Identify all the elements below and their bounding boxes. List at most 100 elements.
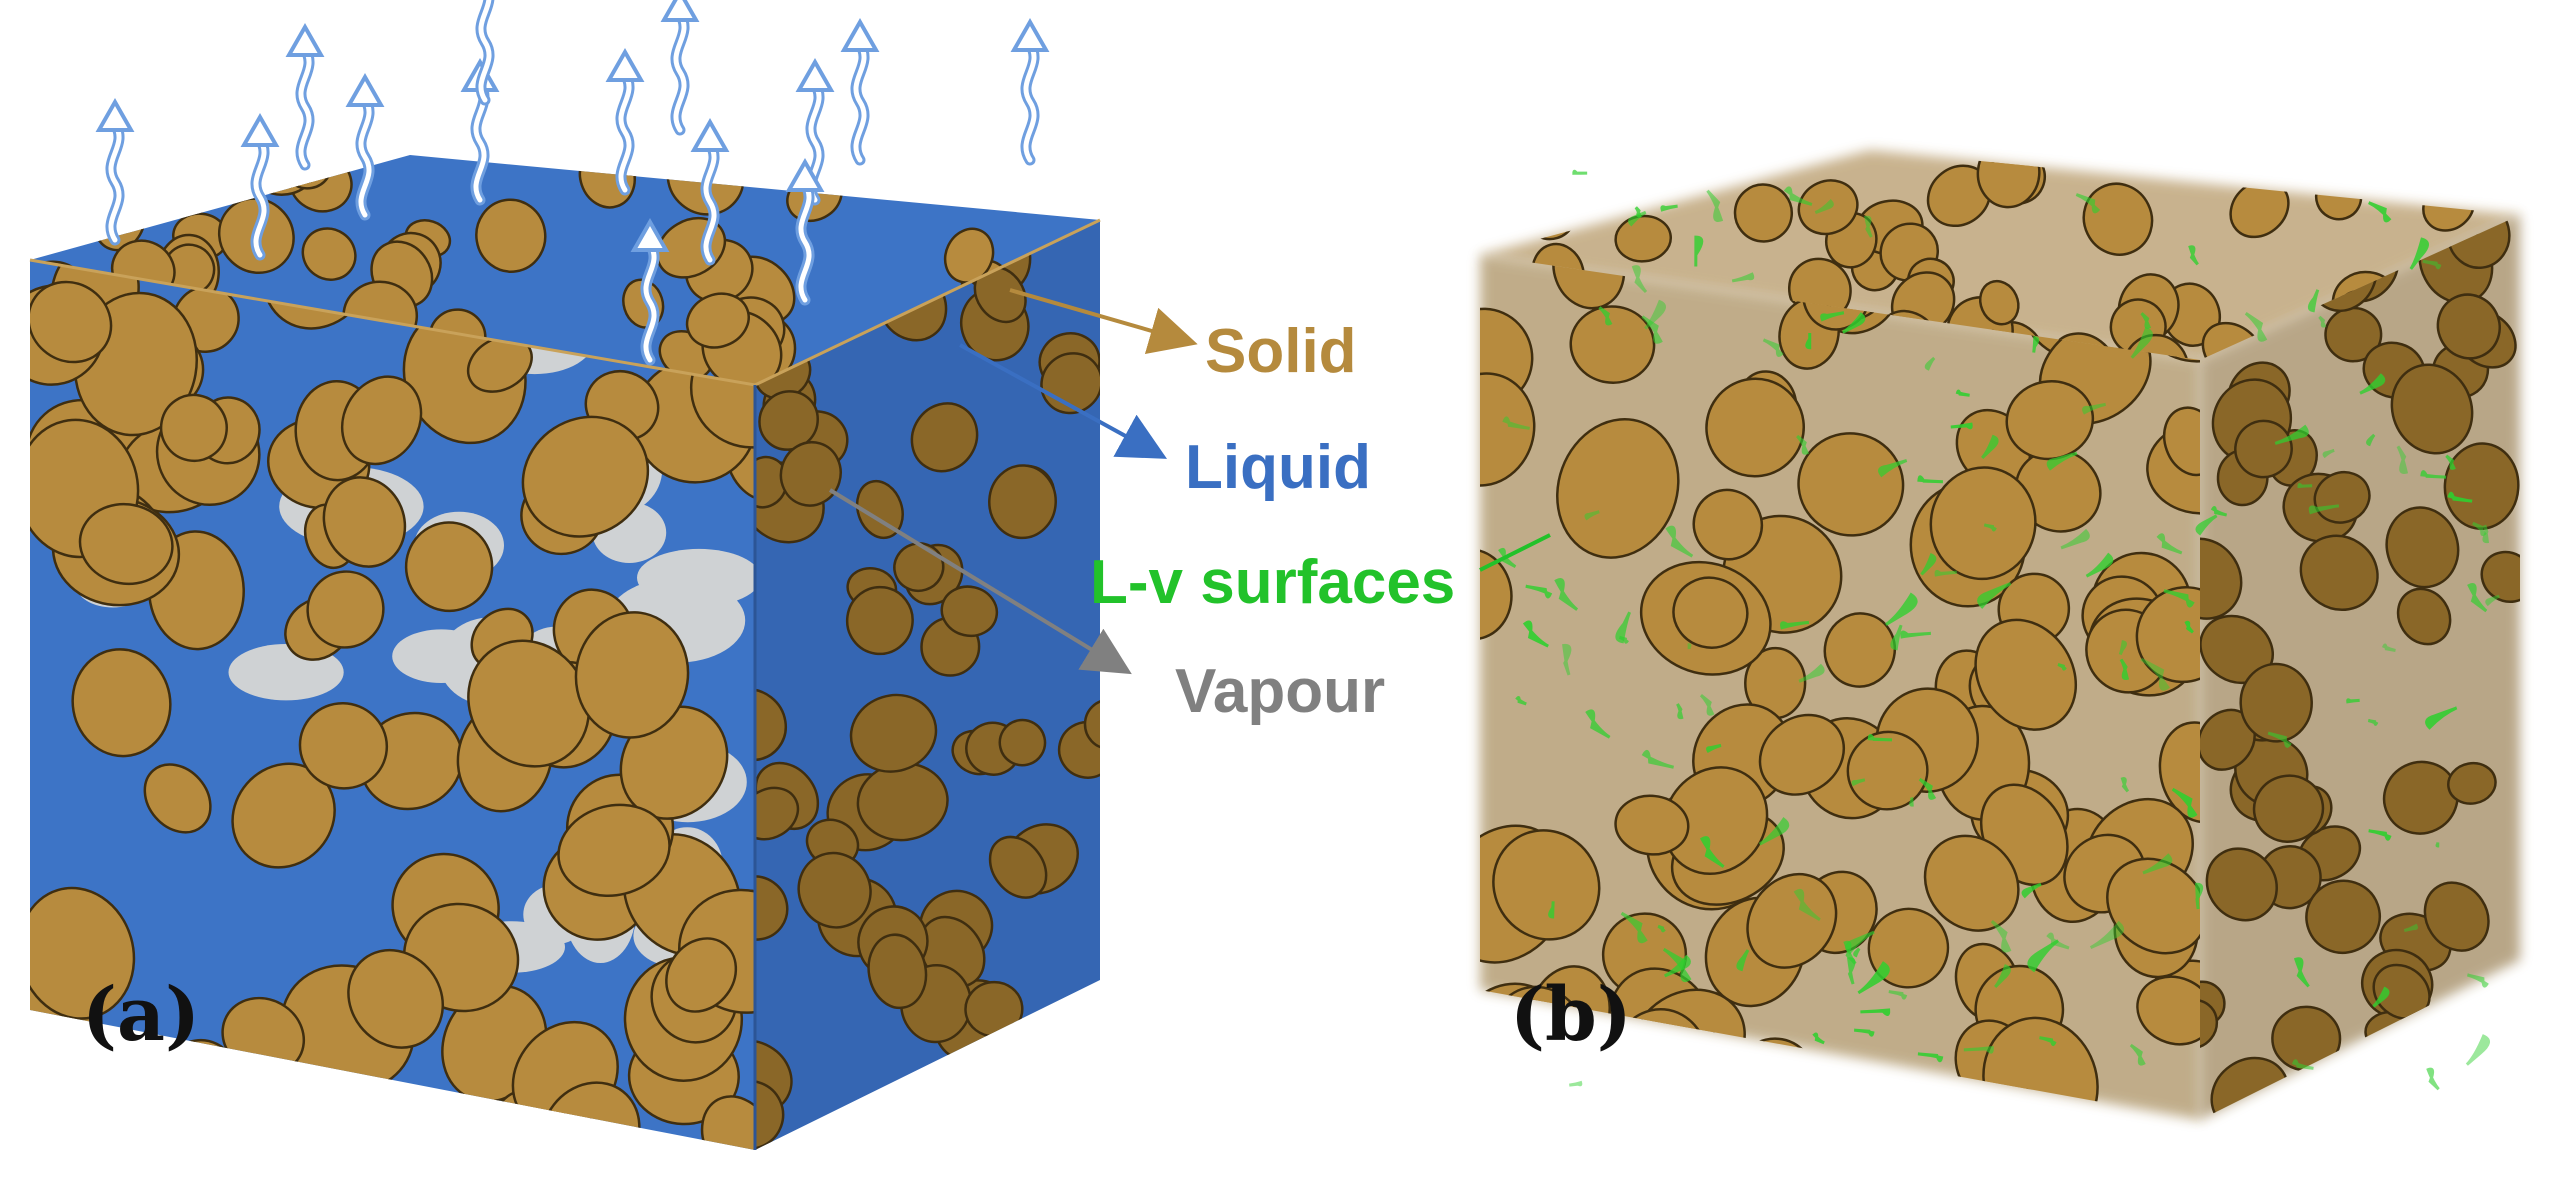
grain-particle: [2200, 537, 2243, 620]
lv-surface-patch: [2368, 829, 2392, 841]
lv-surface-patch: [2372, 986, 2390, 1008]
wavy-up-arrow-icon: [475, 0, 495, 106]
lv-surface-patch: [1676, 703, 1684, 720]
lv-surface-patch: [2409, 237, 2429, 270]
lv-surface-patch: [1860, 1008, 1891, 1016]
grain-particle: [1493, 151, 1554, 218]
vapour-pocket: [637, 548, 755, 607]
lv-surface-patch: [1798, 663, 1825, 683]
grain-particle: [1622, 150, 1686, 178]
lv-surface-patch: [1687, 643, 1692, 650]
grain-particle: [1672, 576, 1749, 649]
lv-surface-patch: [2039, 1036, 2057, 1047]
lv-surface-patch: [2425, 706, 2458, 730]
lv-surface-patch: [1955, 389, 1970, 397]
grain-particle: [855, 479, 904, 540]
lv-surface-patch: [2435, 842, 2440, 848]
grain-particle: [301, 227, 357, 281]
lv-surface-patch: [1805, 332, 1812, 350]
cube-b: [1480, 150, 2520, 1120]
grain-particle: [1974, 618, 2078, 731]
lv-surface-patch: [1851, 778, 1866, 787]
lv-surface-patch: [2140, 657, 2170, 691]
grain-particle: [404, 521, 494, 613]
lv-surface-patch: [1845, 930, 1875, 955]
grain-particle: [475, 198, 547, 273]
lv-surface-patch: [2118, 640, 2127, 656]
lv-surface-patch: [2021, 882, 2042, 899]
label-liquid: Liquid: [1185, 433, 1371, 502]
lv-surface-patch: [1731, 272, 1755, 283]
lv-surface-patch: [1758, 817, 1790, 846]
lv-surface-patch: [2195, 882, 2204, 910]
grain-particle: [1758, 713, 1846, 796]
grain-particle: [521, 415, 650, 538]
lv-surface-patch: [1924, 356, 1936, 371]
grain-particle: [78, 502, 174, 586]
grain-particle: [928, 1095, 986, 1150]
lv-surface-patch: [2129, 1043, 2146, 1066]
lv-surface-patch: [2472, 521, 2487, 536]
lv-surface-patch: [1631, 265, 1648, 294]
lv-surface-patch: [2403, 923, 2418, 932]
lv-surface-patch: [1981, 434, 1999, 459]
lv-surface-patch: [2082, 402, 2106, 415]
grain-particle: [2082, 182, 2154, 256]
lv-surface-patch: [1706, 189, 1724, 222]
grain-particle: [2385, 506, 2460, 589]
grain-particle: [883, 1114, 946, 1150]
lv-surface-patch: [1983, 523, 1997, 532]
lv-surface-patch: [2046, 932, 2070, 950]
wavy-up-arrow-icon: [785, 157, 825, 306]
grain-particle: [1733, 183, 1794, 243]
grain-particle: [2321, 1056, 2400, 1120]
lv-surface-patch: [2381, 643, 2396, 652]
lv-surface-patch: [1820, 311, 1845, 322]
lv-surface-patch: [2188, 245, 2199, 266]
lv-surface-patch: [2482, 524, 2490, 544]
lv-surface-patch: [2485, 594, 2500, 607]
lv-surface-patch: [1793, 888, 1821, 922]
grain-particle: [1929, 466, 2037, 581]
lv-surface-patch: [1842, 312, 1866, 334]
lv-surface-patch: [1641, 749, 1674, 769]
lv-surface-patch: [2027, 939, 2060, 973]
wavy-up-arrow-icon: [840, 17, 880, 166]
lv-surface-patch: [1515, 696, 1527, 706]
grain-particle: [943, 227, 995, 284]
lv-surface-patch: [1562, 643, 1572, 676]
lv-surface-patch: [2120, 777, 2130, 793]
grain-particle: [2474, 997, 2520, 1074]
grain-particle: [1733, 1081, 1814, 1120]
lv-surface-patch: [2465, 1034, 2490, 1066]
lv-surface-patch: [1783, 186, 1813, 206]
lv-surface-patch: [1662, 947, 1692, 983]
lv-surface-patch: [1920, 553, 1937, 576]
grain-particle: [2403, 150, 2457, 202]
lv-surface-patch: [1878, 459, 1908, 478]
grain-particle: [2200, 998, 2219, 1050]
grain-particle: [2267, 1075, 2326, 1120]
lv-surface-patch: [1857, 961, 1890, 995]
grain-particle: [755, 687, 788, 762]
grain-particle: [755, 1079, 785, 1150]
grain-particle: [1083, 698, 1100, 750]
grain-particle: [159, 393, 228, 463]
grain-particle: [2239, 662, 2313, 743]
grain-particle: [2443, 1051, 2520, 1120]
grain-particle: [1556, 417, 1680, 559]
lv-surface-patch: [2366, 433, 2376, 447]
lv-surface-patch: [1554, 578, 1579, 611]
lv-surface-patch: [1846, 957, 1856, 985]
grain-particle: [867, 933, 928, 1010]
lv-surface-patch: [1864, 215, 1873, 238]
lv-surface-patch: [1950, 422, 1973, 430]
grain-particle: [30, 155, 72, 194]
lv-surface-patch: [1641, 315, 1663, 344]
grain-particle: [1614, 794, 1690, 856]
lv-surface-patch: [1548, 901, 1555, 919]
lv-surface-patch: [2420, 470, 2447, 479]
wavy-up-arrow-icon: [285, 22, 325, 171]
grain-particle: [1480, 1047, 1535, 1120]
grain-particle: [2135, 586, 2200, 684]
